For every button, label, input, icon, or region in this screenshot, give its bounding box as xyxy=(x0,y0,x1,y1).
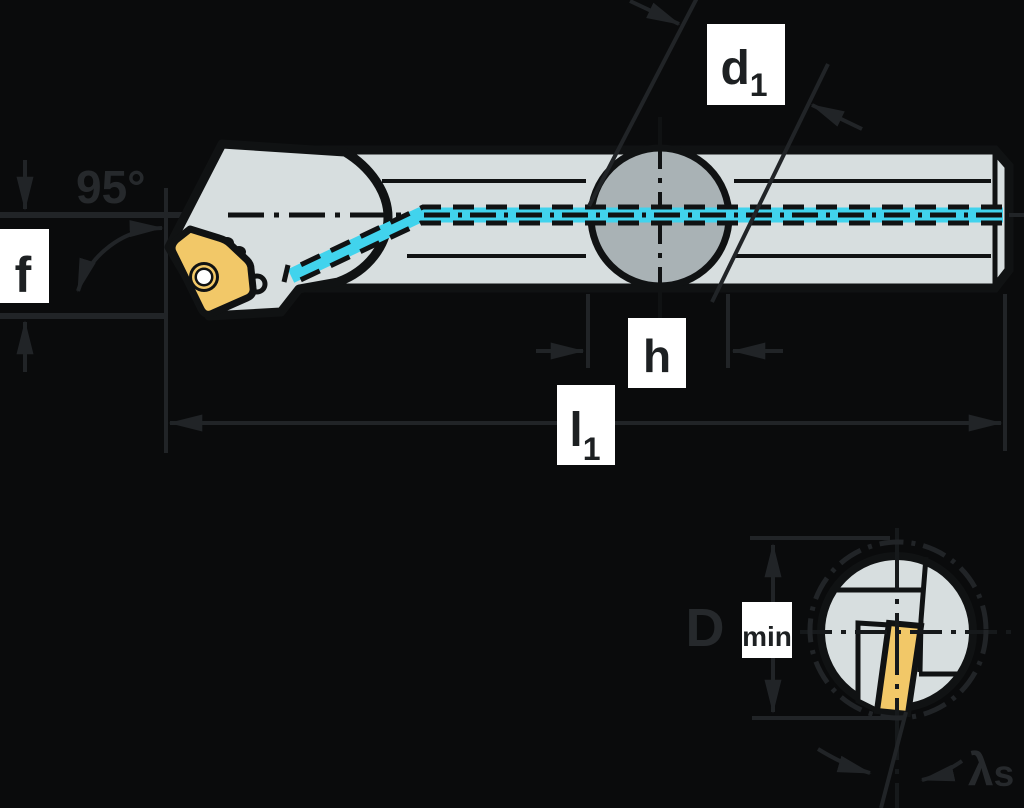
svg-text:min: min xyxy=(742,621,792,652)
label-f-box xyxy=(0,229,49,303)
approach-angle-arc xyxy=(76,220,164,293)
lambda-s-dimension xyxy=(816,711,964,808)
label-f: f xyxy=(0,229,49,303)
label-l1: l1 xyxy=(557,385,615,467)
h-dimension xyxy=(536,294,783,368)
insert-screw-hole xyxy=(189,262,219,292)
svg-text:D: D xyxy=(686,598,725,658)
label-lambda-s: λs xyxy=(968,743,1014,795)
label-h: h xyxy=(628,318,686,388)
svg-text:h: h xyxy=(643,330,671,382)
label-d1: d1 xyxy=(707,24,785,105)
svg-text:95°: 95° xyxy=(76,161,146,213)
d1-tangent-left xyxy=(587,0,699,207)
coolant-wall-lower-dashed xyxy=(292,220,1002,286)
coolant-channel xyxy=(281,204,1003,286)
insert-edge-extension xyxy=(879,711,908,808)
detail-disc-geometry xyxy=(837,556,963,677)
label-95-degrees: 95° xyxy=(76,161,146,213)
svg-text:l1: l1 xyxy=(569,404,600,467)
svg-text:d1: d1 xyxy=(720,42,767,103)
svg-text:f: f xyxy=(15,247,32,303)
min-bore-diameter-circle xyxy=(807,539,989,721)
d1-tangent-right xyxy=(710,63,830,303)
label-l1-box xyxy=(557,385,615,465)
label-d1-box xyxy=(707,24,785,105)
shank-inner-lines xyxy=(382,179,991,258)
label-dmin-box xyxy=(742,602,792,658)
label-dmin: D min xyxy=(686,598,792,658)
label-h-box xyxy=(628,318,686,388)
svg-text:λs: λs xyxy=(968,743,1014,795)
coolant-wall-upper-dashed xyxy=(292,204,1002,271)
coolant-exit-cap xyxy=(281,264,291,283)
d1-dimension xyxy=(587,0,863,303)
